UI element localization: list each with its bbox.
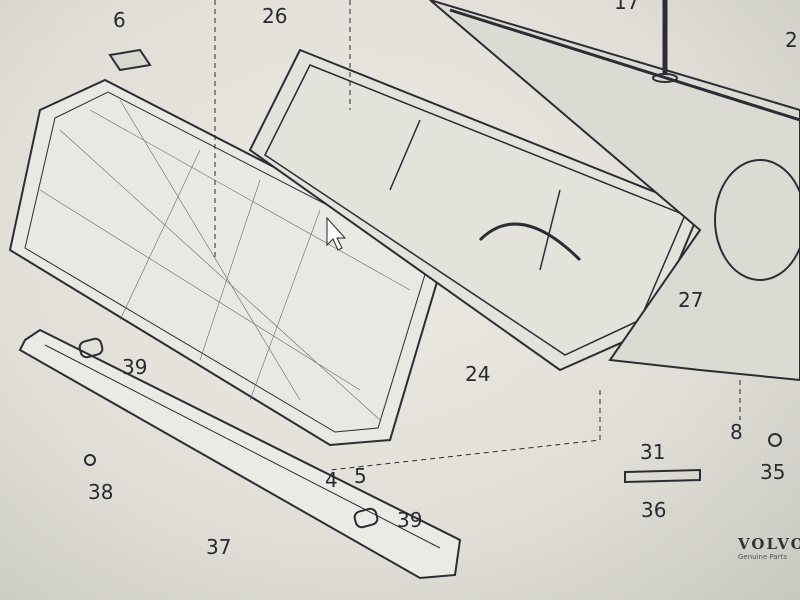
callout-36: 36 bbox=[641, 498, 667, 522]
genuine-parts-text: Genuine Parts bbox=[738, 553, 787, 561]
callout-26: 26 bbox=[262, 4, 288, 28]
callout-39: 39 bbox=[122, 355, 148, 379]
callout-24: 24 bbox=[465, 362, 491, 386]
callout-39-lower: 39 bbox=[397, 508, 423, 532]
callout-2: 2 bbox=[785, 28, 798, 52]
callout-37: 37 bbox=[206, 535, 232, 559]
reflector-housing bbox=[248, 48, 702, 372]
small-parts bbox=[78, 0, 782, 529]
mouse-cursor-icon bbox=[326, 216, 347, 251]
headlight-housing bbox=[429, 0, 800, 382]
callout-27: 27 bbox=[678, 288, 704, 312]
callout-5: 5 bbox=[354, 464, 367, 488]
callout-17: 17 bbox=[614, 0, 640, 14]
headlight-lens bbox=[8, 78, 447, 447]
callout-31: 31 bbox=[640, 440, 666, 464]
volvo-logo: VOLVO bbox=[738, 535, 800, 553]
callout-8: 8 bbox=[730, 420, 743, 444]
callout-38: 38 bbox=[88, 480, 114, 504]
callout-4: 4 bbox=[325, 468, 338, 492]
callout-6: 6 bbox=[113, 8, 126, 32]
callout-35: 35 bbox=[760, 460, 786, 484]
trim-strip bbox=[18, 328, 462, 580]
